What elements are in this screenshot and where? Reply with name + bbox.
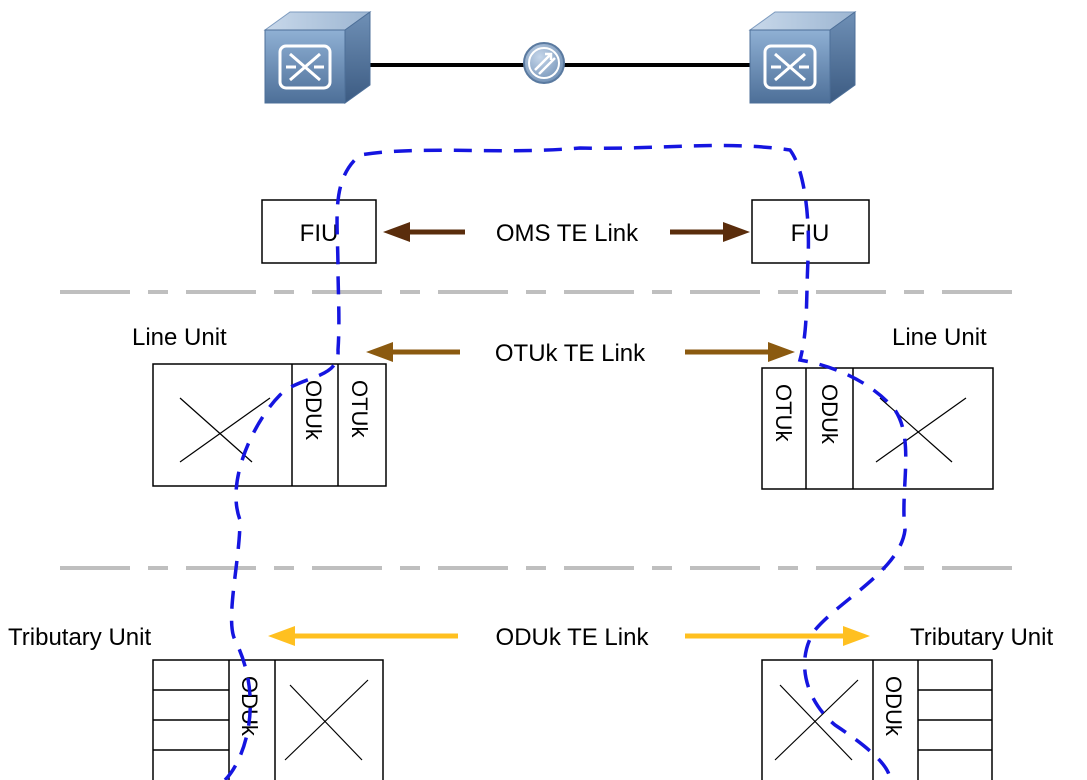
cross-connect-icon	[179, 397, 271, 463]
fiu-left-label: FIU	[300, 220, 339, 247]
right-tributary-unit: ODUk	[761, 659, 993, 780]
right-line-otuk-label: OTUk	[771, 384, 796, 442]
fiu-left-box	[261, 199, 377, 264]
otuk-link-arrow	[366, 342, 795, 362]
right-line-unit: OTUk ODUk	[761, 367, 994, 490]
cross-connect-icon	[875, 397, 967, 463]
otuk-link-label: OTUk TE Link	[495, 340, 646, 367]
regenerator-icon	[523, 42, 565, 84]
left-line-oduk-label: ODUk	[301, 380, 326, 441]
left-device-icon	[263, 11, 372, 104]
left-tributary-unit: ODUk	[152, 659, 384, 780]
left-line-unit: ODUk OTUk	[152, 363, 387, 487]
cross-connect-icon	[284, 679, 369, 761]
cross-connect-icon	[774, 679, 859, 761]
line-unit-right-label: Line Unit	[892, 324, 987, 351]
right-line-oduk-label: ODUk	[817, 384, 842, 445]
oduk-link-arrow	[268, 626, 870, 646]
tributary-unit-right-label: Tributary Unit	[910, 624, 1053, 651]
tributary-unit-left-label: Tributary Unit	[8, 624, 151, 651]
oms-link-arrow	[383, 222, 750, 242]
right-device-icon	[748, 11, 857, 104]
fiu-right-box	[751, 199, 870, 264]
left-line-otuk-label: OTUk	[347, 380, 372, 438]
oduk-link-label: ODUk TE Link	[496, 624, 650, 651]
right-trib-oduk-label: ODUk	[881, 676, 906, 737]
oms-link-label: OMS TE Link	[496, 220, 639, 247]
service-path-dashed	[223, 143, 908, 780]
line-unit-left-label: Line Unit	[132, 324, 227, 351]
